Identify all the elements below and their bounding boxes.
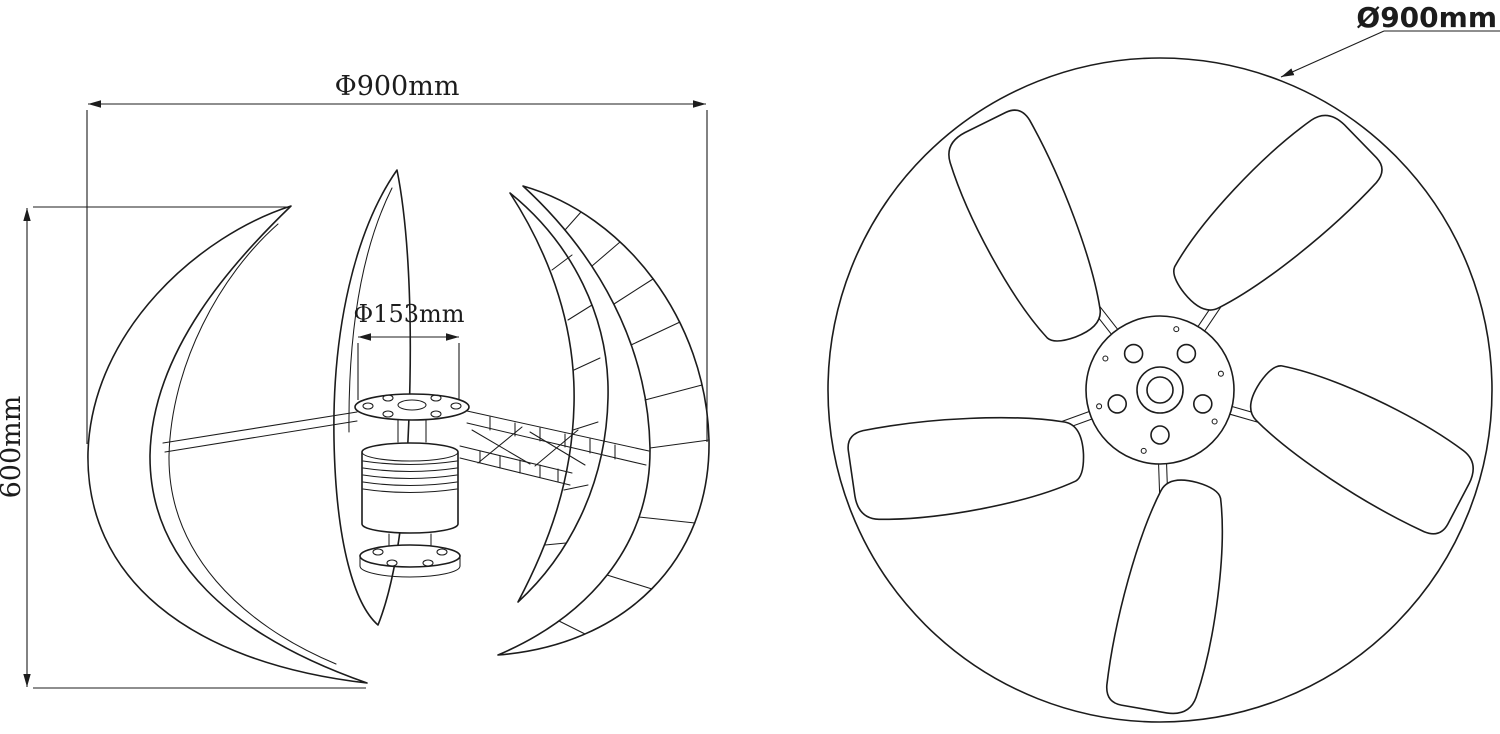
top-blade-west bbox=[847, 410, 1095, 521]
side-blade-rear-right bbox=[509, 192, 609, 603]
top-blade-south bbox=[1105, 461, 1224, 715]
top-hub-shaft-hole bbox=[1146, 376, 1174, 404]
side-width-dimension: Φ900mm bbox=[86, 71, 708, 444]
side-blade-left bbox=[87, 205, 368, 684]
top-hub bbox=[1085, 315, 1235, 465]
side-height-dimension: 600mm bbox=[0, 206, 366, 689]
side-height-label: 600mm bbox=[0, 396, 27, 499]
top-hub-bolt-holes bbox=[1107, 343, 1213, 445]
side-truss-bracing bbox=[471, 426, 586, 467]
side-ladder-rungs bbox=[479, 450, 559, 483]
top-view: Ø900mm bbox=[827, 1, 1500, 723]
side-blade-rear-ribs bbox=[544, 254, 601, 546]
side-hub-disc bbox=[354, 393, 470, 443]
top-hub-rim-dots bbox=[1096, 326, 1224, 454]
top-rotor-circle bbox=[827, 57, 1493, 723]
top-diameter-label: Ø900mm bbox=[1356, 1, 1497, 34]
side-hub-dimension: Φ153mm bbox=[354, 300, 465, 400]
top-hub-center-hole bbox=[1136, 366, 1184, 414]
side-hub-spokes bbox=[162, 410, 650, 486]
side-blade-right bbox=[497, 185, 710, 656]
side-hub-label: Φ153mm bbox=[354, 300, 465, 328]
side-width-label: Φ900mm bbox=[335, 71, 460, 102]
side-view: Φ900mm 600mm Φ153mm bbox=[0, 71, 710, 689]
side-blade-right-ribs bbox=[558, 211, 710, 635]
top-diameter-dimension: Ø900mm bbox=[1280, 1, 1500, 78]
top-blade-east bbox=[1227, 365, 1474, 535]
side-flange bbox=[359, 544, 461, 578]
side-generator-fins bbox=[362, 460, 458, 494]
top-blade-ne bbox=[1173, 114, 1383, 334]
top-blade-nw bbox=[948, 109, 1120, 342]
